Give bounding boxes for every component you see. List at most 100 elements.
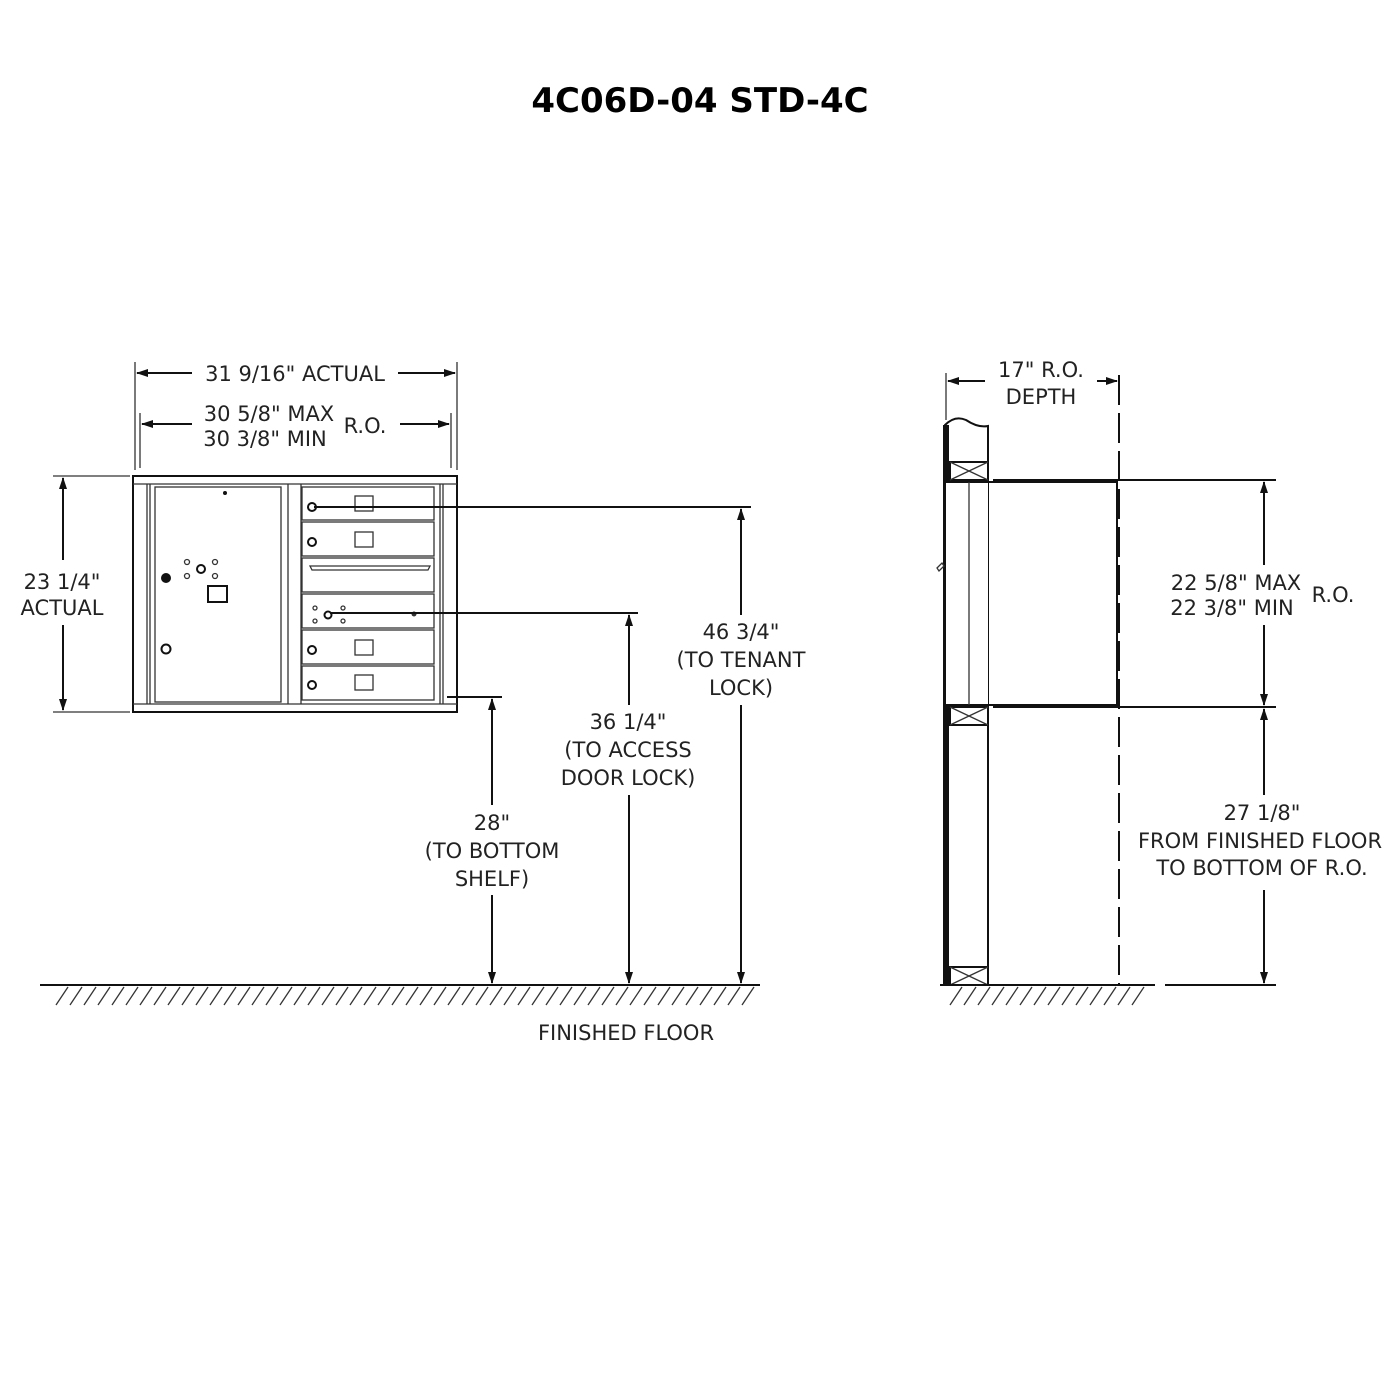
floor-hatch xyxy=(321,986,335,1006)
depth-dimension: 17" R.O. DEPTH xyxy=(945,358,1118,420)
ro-width-dimension: 30 5/8" MAX 30 3/8" MIN R.O. xyxy=(139,402,452,468)
floor-hatch xyxy=(517,986,531,1006)
floor-hatch xyxy=(671,986,685,1006)
floor-hatch xyxy=(1131,986,1145,1006)
tenant-lock-label-2: (TO TENANT xyxy=(677,648,806,672)
floor-hatch xyxy=(587,986,601,1006)
side-view: 17" R.O. DEPTH 22 5/8" MAX 22 3/8" xyxy=(936,358,1382,1006)
floor-hatch xyxy=(251,986,265,1006)
tenant-lock-dimension: 46 3/4" (TO TENANT LOCK) xyxy=(314,506,806,984)
floor-hatch xyxy=(559,986,573,1006)
floor-hatch xyxy=(237,986,251,1006)
floor-hatch xyxy=(153,986,167,1006)
floor-hatch xyxy=(1005,986,1019,1006)
floor-hatch xyxy=(391,986,405,1006)
ro-height-dimension: 22 5/8" MAX 22 3/8" MIN R.O. xyxy=(993,479,1355,708)
floor-hatch xyxy=(699,986,713,1006)
floor-hatch xyxy=(727,986,741,1006)
mailbox-front xyxy=(132,475,458,713)
floor-hatch xyxy=(419,986,433,1006)
floor-hatch xyxy=(977,986,991,1006)
floor-hatch xyxy=(1047,986,1061,1006)
height-label: 23 1/4" xyxy=(24,570,101,594)
floor-hatch xyxy=(1075,986,1089,1006)
floor-hatch xyxy=(307,986,321,1006)
front-view: 31 9/16" ACTUAL 30 5/8" MAX 30 3/8" MIN … xyxy=(21,362,806,1045)
floor-hatch xyxy=(545,986,559,1006)
height-dimension: 23 1/4" ACTUAL xyxy=(21,475,130,713)
floor-hatch xyxy=(335,986,349,1006)
floor-hatch xyxy=(1019,986,1033,1006)
side-ro-label: R.O. xyxy=(1312,583,1355,607)
bottom-shelf-dimension: 28" (TO BOTTOM SHELF) xyxy=(425,696,560,984)
floor-hatch xyxy=(475,986,489,1006)
depth-label: 17" R.O. xyxy=(998,358,1084,382)
floor-hatch xyxy=(601,986,615,1006)
tenant-lock-label-3: LOCK) xyxy=(709,676,773,700)
floor-hatch xyxy=(97,986,111,1006)
bottom-shelf-label-2: (TO BOTTOM xyxy=(425,839,560,863)
floor-hatch xyxy=(461,986,475,1006)
width-actual-label: 31 9/16" ACTUAL xyxy=(205,362,385,386)
lock-icon xyxy=(161,573,171,583)
floor-hatch xyxy=(279,986,293,1006)
floor-hatch xyxy=(1089,986,1103,1006)
height-actual-label: ACTUAL xyxy=(21,596,104,620)
access-lock-dimension: 36 1/4" (TO ACCESS DOOR LOCK) xyxy=(330,612,696,984)
floor-hatch xyxy=(573,986,587,1006)
floor-hatch xyxy=(1117,986,1131,1006)
floor-hatch xyxy=(949,986,963,1006)
finished-floor: FINISHED FLOOR xyxy=(40,984,760,1045)
ro-max-label: 30 5/8" MAX xyxy=(204,402,334,426)
floor-hatch xyxy=(433,986,447,1006)
floor-hatch xyxy=(503,986,517,1006)
mailbox-side xyxy=(936,481,1118,706)
floor-hatch xyxy=(615,986,629,1006)
floor-hatch xyxy=(181,986,195,1006)
side-ro-min-label: 22 3/8" MIN xyxy=(1170,596,1294,620)
ro-label: R.O. xyxy=(344,414,387,438)
floor-hatch xyxy=(139,986,153,1006)
floor-hatch xyxy=(1103,986,1117,1006)
floor-hatch xyxy=(405,986,419,1006)
floor-hatch xyxy=(1033,986,1047,1006)
width-dimension: 31 9/16" ACTUAL xyxy=(134,362,458,470)
floor-hatch xyxy=(69,986,83,1006)
floor-hatch xyxy=(349,986,363,1006)
floor-hatch xyxy=(963,986,977,1006)
floor-to-ro-dimension: 27 1/8" FROM FINISHED FLOOR TO BOTTOM OF… xyxy=(1138,708,1382,986)
tenant-compartments xyxy=(301,486,435,701)
floor-hatch xyxy=(531,986,545,1006)
floor-hatch xyxy=(685,986,699,1006)
floor-hatch xyxy=(265,986,279,1006)
drawing-title: 4C06D-04 STD-4C xyxy=(531,81,868,121)
floor-hatch xyxy=(167,986,181,1006)
ro-min-label: 30 3/8" MIN xyxy=(203,427,327,451)
side-floor xyxy=(940,984,1155,1006)
bottom-shelf-label-1: 28" xyxy=(474,811,510,835)
access-lock-label-1: 36 1/4" xyxy=(590,710,667,734)
floor-hatch xyxy=(195,986,209,1006)
floor-hatch xyxy=(363,986,377,1006)
floor-hatch xyxy=(209,986,223,1006)
floor-dim-label-1: 27 1/8" xyxy=(1224,801,1301,825)
floor-hatch xyxy=(1061,986,1075,1006)
floor-hatch xyxy=(377,986,391,1006)
floor-hatch xyxy=(991,986,1005,1006)
side-ro-max-label: 22 5/8" MAX xyxy=(1171,571,1301,595)
tenant-lock-label-1: 46 3/4" xyxy=(703,620,780,644)
floor-dim-label-2: FROM FINISHED FLOOR xyxy=(1138,829,1382,853)
floor-hatch xyxy=(125,986,139,1006)
floor-hatch xyxy=(741,986,755,1006)
bottom-shelf-label-3: SHELF) xyxy=(455,867,529,891)
access-lock-label-3: DOOR LOCK) xyxy=(561,766,696,790)
floor-hatch xyxy=(713,986,727,1006)
floor-hatch xyxy=(223,986,237,1006)
floor-hatch xyxy=(447,986,461,1006)
depth-label-2: DEPTH xyxy=(1006,385,1077,409)
access-door xyxy=(154,486,282,703)
access-lock-label-2: (TO ACCESS xyxy=(564,738,691,762)
floor-hatch xyxy=(55,986,69,1006)
floor-hatch xyxy=(83,986,97,1006)
